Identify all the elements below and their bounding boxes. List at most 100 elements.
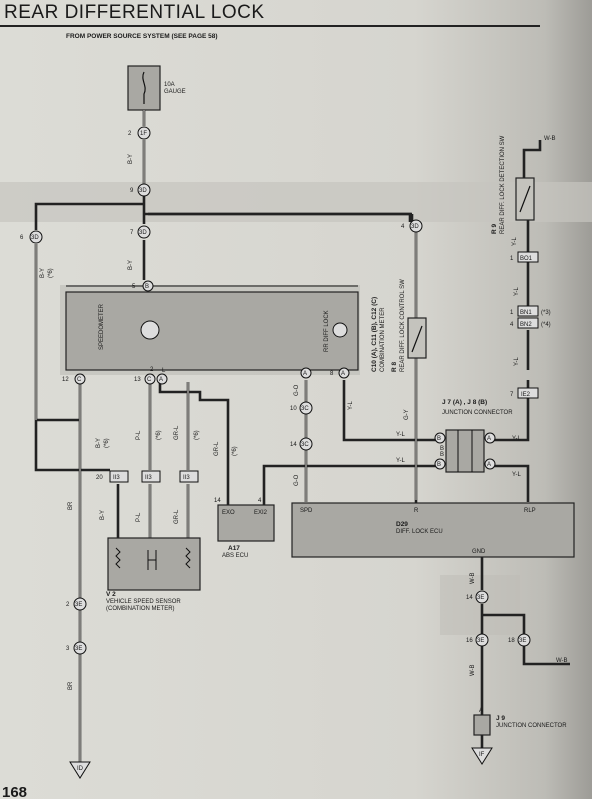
svg-text:JUNCTION CONNECTOR: JUNCTION CONNECTOR [496, 723, 567, 729]
svg-text:BR: BR [68, 501, 74, 510]
svg-text:GND: GND [472, 549, 486, 555]
svg-text:8: 8 [330, 371, 334, 377]
connector-3d-4: 3D 4 [401, 219, 423, 233]
svg-text:B-Y: B-Y [96, 438, 102, 448]
svg-text:L: L [162, 368, 166, 374]
svg-text:V 2: V 2 [106, 591, 116, 598]
svg-text:D29: D29 [396, 521, 408, 528]
connector-bn1-bn2: BN1 BN2 1 4 (*3) (*4) [510, 305, 551, 329]
connector-3c: 3C 10 3C 14 [290, 401, 313, 451]
svg-text:W-B: W-B [544, 136, 556, 142]
svg-text:C: C [77, 377, 82, 383]
svg-text:J 7 (A) , J 8 (B): J 7 (A) , J 8 (B) [442, 399, 487, 406]
svg-text:Y-L: Y-L [396, 432, 405, 438]
svg-text:B: B [440, 446, 444, 452]
connector-3d-6: 3D 6 [20, 230, 43, 244]
meter-pins: C 12 C 13 A 2 A A 8 [62, 367, 350, 385]
svg-text:IF: IF [479, 752, 485, 758]
svg-text:B: B [437, 462, 441, 468]
svg-text:RLP: RLP [524, 508, 536, 514]
svg-text:A: A [487, 436, 491, 442]
svg-text:G-O: G-O [294, 384, 300, 396]
svg-text:1: 1 [510, 256, 514, 262]
svg-text:Y-L: Y-L [512, 472, 521, 478]
svg-text:(*6): (*6) [156, 430, 162, 440]
fuse-rating: 10A [164, 82, 175, 88]
svg-text:20: 20 [96, 475, 103, 481]
svg-text:B-Y: B-Y [128, 260, 134, 270]
svg-text:C: C [147, 377, 152, 383]
svg-text:12: 12 [62, 377, 69, 383]
svg-text:W-B: W-B [556, 658, 568, 664]
svg-text:4: 4 [510, 322, 514, 328]
svg-text:B: B [440, 452, 444, 458]
svg-text:7: 7 [510, 392, 514, 398]
svg-text:P-L: P-L [136, 430, 142, 440]
source-note: FROM POWER SOURCE SYSTEM (SEE PAGE 58) [66, 33, 218, 40]
svg-text:7: 7 [130, 230, 134, 236]
connector-ie2: IE2 7 [510, 387, 539, 399]
shade-band [0, 182, 592, 222]
svg-text:II3: II3 [145, 475, 152, 481]
svg-text:R 9: R 9 [491, 224, 498, 235]
connector-3e-group: 3E 2 3E 3 3E 14 3E 16 3E 18 [66, 590, 531, 655]
svg-text:Y-L: Y-L [348, 401, 354, 410]
svg-text:IE2: IE2 [521, 392, 531, 398]
svg-text:W-B: W-B [470, 572, 476, 584]
svg-text:(*6): (*6) [194, 430, 200, 440]
connector-ii3: II3 20 II3 II3 [96, 470, 199, 483]
svg-text:3E: 3E [477, 638, 484, 644]
svg-text:10: 10 [290, 406, 297, 412]
junction-connector-j9: A J 9 JUNCTION CONNECTOR [473, 708, 567, 748]
svg-text:BN2: BN2 [520, 322, 532, 328]
svg-text:BR: BR [68, 681, 74, 690]
svg-text:R 8: R 8 [391, 362, 398, 373]
svg-text:GR-L: GR-L [214, 441, 220, 456]
ground-id: ID [69, 761, 91, 779]
svg-text:3D: 3D [139, 188, 147, 194]
svg-text:B: B [437, 436, 441, 442]
svg-text:GR-L: GR-L [174, 425, 180, 440]
svg-text:J 9: J 9 [496, 715, 505, 722]
svg-text:B-Y: B-Y [100, 510, 106, 520]
svg-text:B-Y: B-Y [128, 154, 134, 164]
svg-text:3E: 3E [519, 638, 526, 644]
svg-text:A17: A17 [228, 545, 240, 552]
svg-text:REAR DIFF. LOCK CONTROL SW: REAR DIFF. LOCK CONTROL SW [400, 279, 406, 372]
connector-3d-9: 3D 9 [130, 183, 151, 197]
svg-text:2: 2 [66, 602, 70, 608]
svg-text:(*3): (*3) [541, 310, 551, 316]
svg-text:Y-L: Y-L [514, 287, 520, 296]
svg-text:Y-L: Y-L [512, 237, 518, 246]
svg-text:(*4): (*4) [541, 322, 551, 328]
svg-text:1F: 1F [140, 131, 147, 137]
svg-text:14: 14 [466, 595, 473, 601]
svg-text:A: A [341, 371, 345, 377]
svg-text:14: 14 [214, 498, 221, 504]
svg-text:(*6): (*6) [48, 268, 54, 278]
svg-text:(*6): (*6) [232, 446, 238, 456]
svg-text:18: 18 [508, 638, 515, 644]
svg-text:9: 9 [130, 188, 134, 194]
combination-meter: B 5 SPEEDOMETER RR DIFF LOCK C10 (A), C1… [65, 280, 386, 372]
junction-connector-j7-j8: B B A A B B J 7 (A) , J 8 (B) JUNCTION C… [434, 399, 513, 473]
svg-text:SPD: SPD [300, 508, 313, 514]
svg-text:EXI2: EXI2 [254, 510, 268, 516]
wire-color-labels: B-Y B-Y B-Y (*6) B-Y (*6) P-L (*6) GR-L … [40, 136, 568, 690]
page-title: REAR DIFFERENTIAL LOCK [4, 2, 265, 23]
svg-text:5: 5 [132, 284, 136, 290]
svg-text:Y-L: Y-L [396, 458, 405, 464]
svg-text:4: 4 [258, 498, 262, 504]
svg-text:EXO: EXO [222, 510, 235, 516]
svg-text:P-L: P-L [136, 512, 142, 522]
connector-bo1: BO1 1 [510, 251, 539, 263]
svg-text:3D: 3D [31, 235, 39, 241]
svg-text:REAR DIFF. LOCK DETECTION SW: REAR DIFF. LOCK DETECTION SW [500, 135, 506, 234]
fuse-gauge: 10A GAUGE [127, 65, 186, 111]
svg-text:A: A [303, 371, 307, 377]
svg-text:DIFF. LOCK ECU: DIFF. LOCK ECU [396, 529, 443, 535]
abs-ecu: EXO EXI2 A17 ABS ECU 14 4 [214, 498, 275, 559]
svg-text:BN1: BN1 [520, 310, 532, 316]
